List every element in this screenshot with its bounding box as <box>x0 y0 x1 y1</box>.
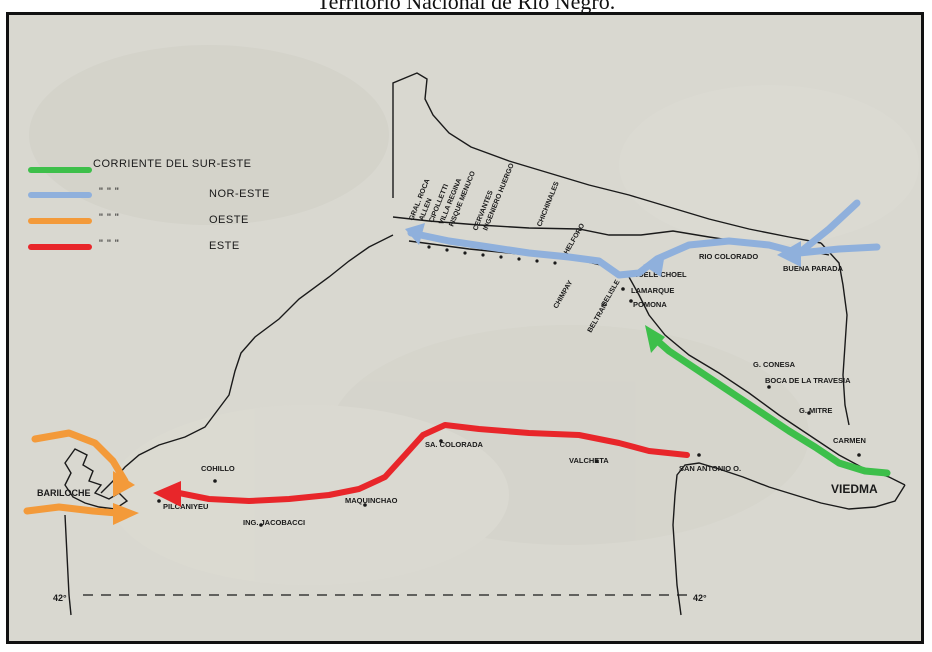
route-oeste-north <box>31 429 129 485</box>
legend-label-nor-este: NOR-ESTE <box>209 188 270 200</box>
place-valcheta: VALCHETA <box>569 456 609 465</box>
legend-label-sur-este: CORRIENTE DEL SUR-ESTE <box>93 158 252 170</box>
legend-ditto: " " " <box>99 238 119 250</box>
western-boundary <box>100 234 394 494</box>
place-maquinchao: MAQUINCHAO <box>345 496 398 505</box>
place-lamarque: LAMARQUE <box>631 286 674 295</box>
route-nor-este <box>407 229 803 279</box>
railway-dots <box>157 245 861 527</box>
parallel-right-label: 42° <box>693 593 707 603</box>
arrowhead-oeste-north <box>113 471 135 497</box>
northern-border <box>392 72 822 244</box>
wind-currents <box>23 199 891 525</box>
route-nor-este-branch-2 <box>795 243 881 257</box>
place-carmen: CARMEN <box>833 436 866 445</box>
legend-ditto: " " " <box>99 212 119 224</box>
western-south-border <box>64 514 72 616</box>
coast <box>672 462 906 616</box>
route-oeste-south <box>23 503 121 517</box>
legend-label-este: ESTE <box>209 240 240 252</box>
rio-negro-map: 42° 42° GRAL. ROCA ALLEN CIPOLLETTI VILL… <box>9 15 921 641</box>
route-nor-este-branch-1 <box>795 199 861 257</box>
place-cohillo: COHILLO <box>201 464 235 473</box>
arrowhead-nor-este-2 <box>643 253 665 277</box>
arrowhead-oeste-south <box>113 503 139 525</box>
place-buena-parada: BUENA PARADA <box>783 264 844 273</box>
place-bariloche: BARILOCHE <box>37 488 91 498</box>
legend-label-oeste: OESTE <box>209 214 249 226</box>
nahuel-huapi <box>64 448 129 510</box>
place-conesa: G. CONESA <box>753 360 796 369</box>
eastern-border <box>820 242 850 426</box>
arrowhead-este <box>153 481 181 507</box>
place-san-antonio: SAN ANTONIO O. <box>679 464 741 473</box>
arrowhead-nor-este <box>405 223 425 245</box>
map-title: Territorio Nacional de Río Negro. <box>316 0 616 14</box>
place-sa-colorada: SA. COLORADA <box>425 440 484 449</box>
arrowhead-nor-este-3 <box>777 241 801 267</box>
arrowhead-sur-este <box>645 325 665 353</box>
place-jacobacci: ING. JACOBACCI <box>243 518 305 527</box>
map-frame: 42° 42° GRAL. ROCA ALLEN CIPOLLETTI VILL… <box>6 12 924 644</box>
place-viedma: VIEDMA <box>831 482 878 496</box>
route-este <box>176 422 690 504</box>
parallel-left-label: 42° <box>53 593 67 603</box>
legend-ditto: " " " <box>99 186 119 198</box>
place-mitre: G. MITRE <box>799 406 832 415</box>
place-pilcaniyeu: PILCANIYEU <box>163 502 208 511</box>
route-sur-este <box>649 333 891 477</box>
place-rio-colorado: RIO COLORADO <box>699 252 758 261</box>
place-choele-choel: CHOELE CHOEL <box>627 270 687 279</box>
paper-background <box>9 15 921 641</box>
place-pomona: POMONA <box>633 300 667 309</box>
territory-outline <box>64 72 906 616</box>
place-boca-travesia: BOCA DE LA TRAVESIA <box>765 376 851 385</box>
legend: CORRIENTE DEL SUR-ESTE " " " NOR-ESTE " … <box>28 158 270 252</box>
